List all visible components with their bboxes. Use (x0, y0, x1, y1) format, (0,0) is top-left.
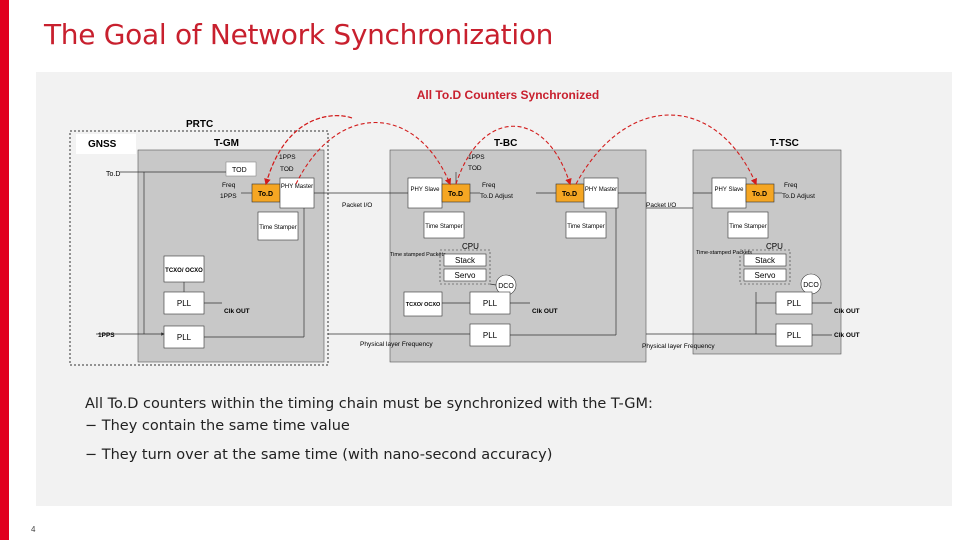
gm-pps-top: 1PPS (279, 154, 296, 161)
bc-freq: Freq (482, 182, 496, 189)
network-sync-diagram: All To.D Counters Synchronized GNSS PRTC… (69, 88, 860, 366)
bc-stack-box (443, 253, 487, 267)
tsc-stack-box (743, 253, 787, 267)
gm-tod-left: To.D (106, 171, 120, 178)
gm-pll1: PLL (177, 299, 192, 308)
diagram-headline: All To.D Counters Synchronized (417, 88, 599, 102)
gm-tcxo: TCXO/ OCXO (165, 268, 203, 274)
tsc-time-stamped-packets: Time-stamped Packets (696, 250, 752, 256)
bullet-list: All To.D counters within the timing chai… (85, 396, 653, 476)
tsc-tod-adjust: To.D Adjust (782, 193, 815, 200)
tsc-cpu: CPU (766, 242, 783, 251)
bc-cpu: CPU (462, 242, 479, 251)
prtc-outline (69, 130, 329, 366)
bc-servo: Servo (455, 271, 476, 280)
bc-time-stamper-1: Time Stamper (425, 224, 462, 230)
tsc-servo: Servo (755, 271, 776, 280)
tsc-pll2: PLL (787, 331, 802, 340)
tsc-servo-box (743, 268, 787, 282)
tsc-phy-slave-box (711, 177, 747, 209)
bc-cpu-outline (439, 249, 491, 285)
gm-phy-master: PHY Master (281, 184, 313, 190)
prtc-label: PRTC (186, 119, 213, 130)
tsc-time-stamper: Time Stamper (729, 224, 766, 230)
bullet-item-2: − They turn over at the same time (with … (85, 447, 553, 463)
accent-bar (0, 0, 9, 540)
bc-phy-slave: PHY Slave (411, 187, 441, 193)
phys-freq-2: Physical layer Frequency (642, 343, 715, 350)
tbc-label: T-BC (494, 138, 517, 149)
tsc-dco: DCO (803, 282, 819, 289)
bc-phy-slave-box (407, 177, 443, 209)
page-number: 4 (31, 525, 36, 534)
gm-pps-bottom: 1PPS (98, 332, 115, 339)
bc-time-stamper-2: Time Stamper (567, 224, 604, 230)
gm-tod-top: TOD (280, 166, 294, 173)
tsc-stack: Stack (755, 256, 776, 265)
tsc-phy-slave: PHY Slave (715, 187, 745, 193)
gm-tod-slot (225, 161, 257, 177)
gm-tod-label: TOD (232, 167, 247, 174)
packet-io-1: Packet I/O (342, 202, 372, 209)
gm-pps-left: 1PPS (220, 193, 237, 200)
tgm-label: T-GM (214, 138, 239, 149)
gm-clk-out: Clk OUT (224, 308, 250, 315)
bc-tod-box-2-label: To.D (562, 191, 577, 198)
bc-tod-adjust: To.D Adjust (480, 193, 513, 200)
slide-title: The Goal of Network Synchronization (44, 18, 554, 51)
bc-pll2: PLL (483, 331, 498, 340)
bc-pps-top: 1PPS (468, 154, 485, 161)
gm-tcxo-box (163, 255, 205, 283)
bullet-item-1: − They contain the same time value (85, 418, 350, 434)
tsc-clk-out-1: Clk OUT (834, 308, 860, 315)
bc-phy-master-box (583, 177, 619, 209)
bc-time-stamper-1-box (423, 211, 465, 239)
gm-tod-box-label: To.D (258, 191, 273, 198)
gm-time-stamper: Time Stamper (259, 225, 296, 231)
bc-dco: DCO (498, 283, 514, 290)
bc-tcxo-box (403, 291, 443, 317)
ttsc-label: T-TSC (770, 138, 799, 149)
bc-clk-out: Clk OUT (532, 308, 558, 315)
gm-pll2: PLL (177, 333, 192, 342)
tsc-pll1: PLL (787, 299, 802, 308)
bc-time-stamper-2-box (565, 211, 607, 239)
gnss-box (76, 134, 136, 154)
gm-freq: Freq (222, 182, 236, 189)
tsc-tod-box-label: To.D (752, 191, 767, 198)
bc-tcxo: TCXO/ OCXO (406, 302, 441, 308)
bc-servo-box (443, 268, 487, 282)
bc-phy-master: PHY Master (585, 187, 617, 193)
tsc-freq: Freq (784, 182, 798, 189)
content-panel: All To.D Counters Synchronized GNSS PRTC… (36, 72, 952, 506)
bc-tod-box-1-label: To.D (448, 191, 463, 198)
gm-time-stamper-box (257, 211, 299, 241)
tsc-cpu-outline (739, 249, 791, 285)
bullet-lead: All To.D counters within the timing chai… (85, 396, 653, 412)
packet-io-2: Packet I/O (646, 202, 676, 209)
gnss-label: GNSS (88, 139, 117, 150)
bc-pll1: PLL (483, 299, 498, 308)
tsc-time-stamper-box (727, 211, 769, 239)
tsc-clk-out-2: Clk OUT (834, 332, 860, 339)
phys-freq-1: Physical layer Frequency (360, 341, 433, 348)
bc-time-stamped-packets: Time stamped Packets (390, 252, 446, 258)
bc-tod-top: TOD (468, 165, 482, 172)
bc-stack: Stack (455, 256, 476, 265)
